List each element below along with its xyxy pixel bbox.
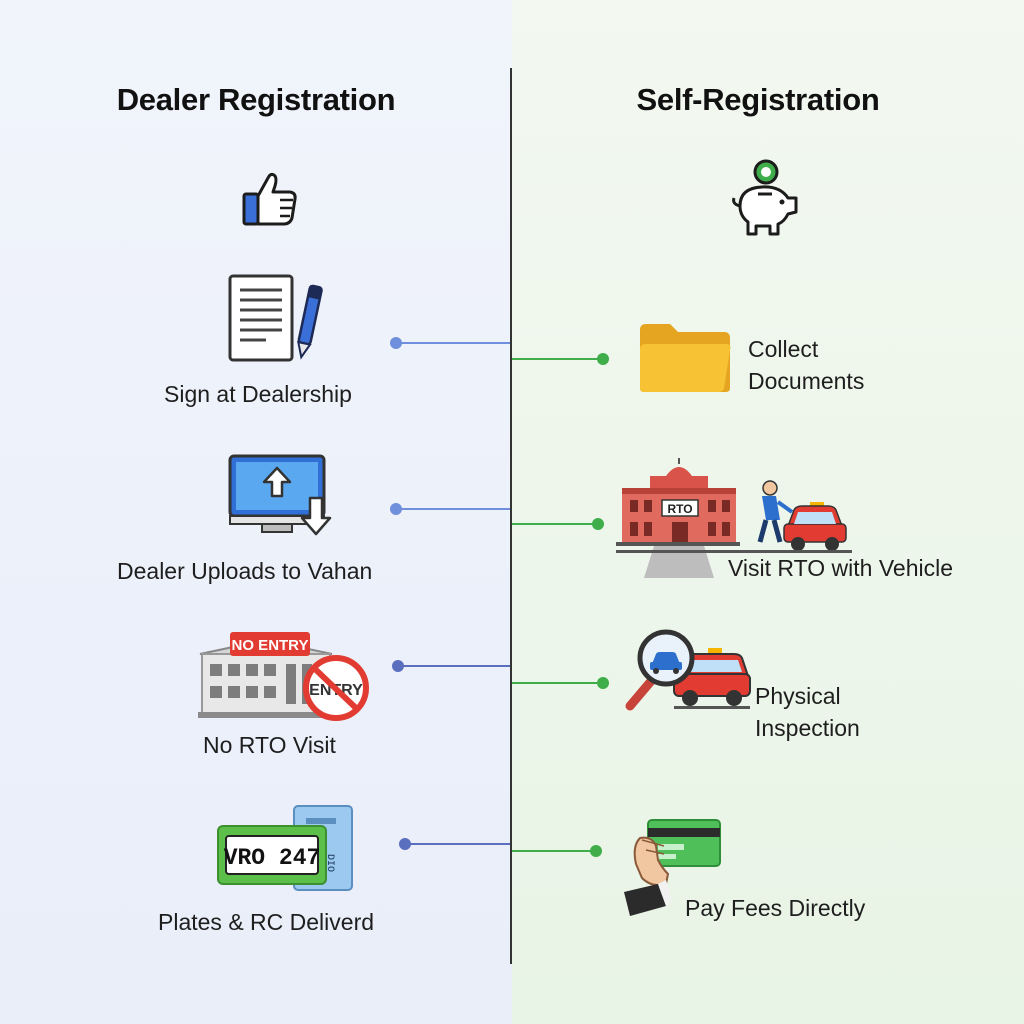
self-step-4-connector [512, 850, 595, 852]
monitor-upload-icon [226, 452, 336, 538]
svg-text:DIO: DIO [324, 854, 335, 872]
self-step-3-dot [597, 677, 609, 689]
self-step-1-connector [512, 358, 602, 360]
magnifier-car-icon [622, 624, 752, 716]
no-entry-sign-text: NO ENTRY [232, 637, 309, 654]
document-pen-icon [226, 272, 324, 364]
hand-card-icon [618, 816, 722, 920]
dealer-step-3-label: No RTO Visit [203, 732, 336, 758]
dealer-step-4-label: Plates & RC Deliverd [158, 909, 375, 935]
self-step-3-connector [512, 682, 597, 684]
dealer-step-2-connector [400, 508, 510, 510]
plate-text: VRO 247 [224, 845, 321, 871]
self-step-3-label-line1: Physical [755, 683, 841, 709]
dealer-step-2-label: Dealer Uploads to Vahan [117, 558, 373, 584]
rto-building-text: RTO [667, 502, 692, 516]
self-step-4-dot [590, 845, 602, 857]
dealer-step-3-connector [402, 665, 510, 667]
dealer-step-1-label: Sign at Dealership [164, 381, 352, 407]
piggy-bank-icon [728, 158, 804, 238]
center-divider [510, 68, 512, 964]
self-step-1-label-line2: Documents [748, 368, 865, 394]
no-entry-building-icon: NO ENTRY ENTRY [196, 630, 374, 722]
thumbs-up-icon [240, 168, 300, 228]
self-step-1-dot [597, 353, 609, 365]
rto-building-car-icon: RTO [614, 456, 854, 580]
self-step-3-label-line2: Inspection [755, 715, 860, 741]
dealer-step-2-dot [390, 503, 402, 515]
dealer-step-4-dot [399, 838, 411, 850]
dealer-step-1-dot [390, 337, 402, 349]
self-step-2-label: Visit RTO with Vehicle [728, 555, 953, 581]
self-step-1-label-line1: Collect [748, 336, 819, 362]
dealer-step-4-connector [409, 843, 510, 845]
self-step-2-dot [592, 518, 604, 530]
self-title: Self-Registration [636, 82, 880, 117]
self-step-2-connector [512, 523, 597, 525]
license-plate-icon: DIO VRO 247 [216, 804, 356, 892]
self-step-4-label: Pay Fees Directly [685, 895, 866, 921]
dealer-step-1-connector [400, 342, 510, 344]
folder-icon [638, 322, 732, 394]
dealer-step-3-dot [392, 660, 404, 672]
dealer-title: Dealer Registration [116, 82, 396, 117]
